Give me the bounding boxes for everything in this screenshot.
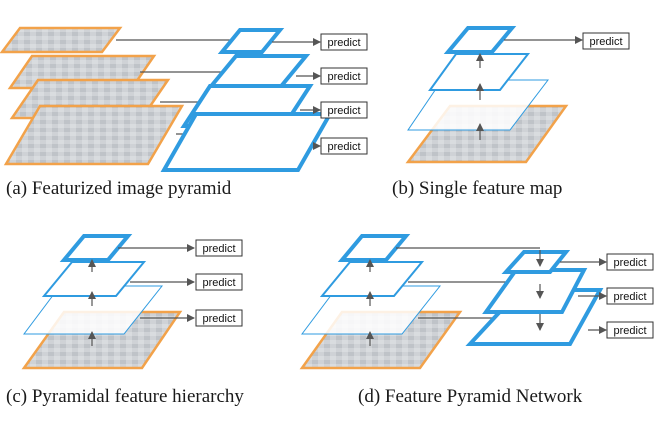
bottomup-layer-mid bbox=[319, 261, 425, 297]
predict-box: predict bbox=[320, 33, 368, 51]
predict-box: predict bbox=[320, 137, 368, 155]
caption-b: (b) Single feature map bbox=[392, 178, 562, 199]
panel-a: predict predict predict predict (a) Feat… bbox=[0, 26, 368, 199]
predict-label: predict bbox=[327, 105, 360, 117]
predict-box: predict bbox=[582, 32, 630, 50]
feature-layer-thin bbox=[407, 79, 550, 131]
feature-layer-mid bbox=[428, 53, 531, 91]
predict-label: predict bbox=[613, 257, 646, 269]
predict-label: predict bbox=[613, 291, 646, 303]
caption-c: (c) Pyramidal feature hierarchy bbox=[6, 386, 244, 407]
predict-box: predict bbox=[320, 101, 368, 119]
feature-layer-thin bbox=[23, 285, 164, 335]
predict-label: predict bbox=[327, 71, 360, 83]
predict-box: predict bbox=[195, 273, 243, 291]
predict-label: predict bbox=[202, 313, 235, 325]
feature-layer-top bbox=[59, 234, 133, 262]
predict-box: predict bbox=[606, 321, 654, 339]
predict-box: predict bbox=[195, 309, 243, 327]
predict-label: predict bbox=[613, 325, 646, 337]
caption-d: (d) Feature Pyramid Network bbox=[358, 386, 583, 407]
feature-layer-top bbox=[443, 26, 517, 54]
predict-label: predict bbox=[327, 141, 360, 153]
bottomup-layer-thin bbox=[301, 285, 442, 335]
predict-box: predict bbox=[606, 253, 654, 271]
predict-box: predict bbox=[320, 67, 368, 85]
predict-box: predict bbox=[606, 287, 654, 305]
panel-c: predict predict predict (c) Pyramidal fe… bbox=[6, 234, 244, 407]
predict-label: predict bbox=[589, 36, 622, 48]
predict-label: predict bbox=[327, 37, 360, 49]
caption-a: (a) Featurized image pyramid bbox=[6, 178, 232, 199]
predict-label: predict bbox=[202, 277, 235, 289]
predict-box: predict bbox=[195, 239, 243, 257]
bottomup-layer-top bbox=[337, 234, 411, 262]
image-level-4 bbox=[0, 26, 123, 54]
image-level-1 bbox=[3, 104, 185, 166]
topdown-feature-2 bbox=[482, 268, 588, 314]
feature-map-4 bbox=[217, 28, 285, 54]
panel-b: predict (b) Single feature map bbox=[392, 26, 630, 199]
panel-d: predict predict predict (d) Feature Pyra… bbox=[299, 234, 654, 407]
feature-map-1 bbox=[160, 112, 334, 172]
predict-label: predict bbox=[202, 243, 235, 255]
feature-layer-mid bbox=[41, 261, 147, 297]
